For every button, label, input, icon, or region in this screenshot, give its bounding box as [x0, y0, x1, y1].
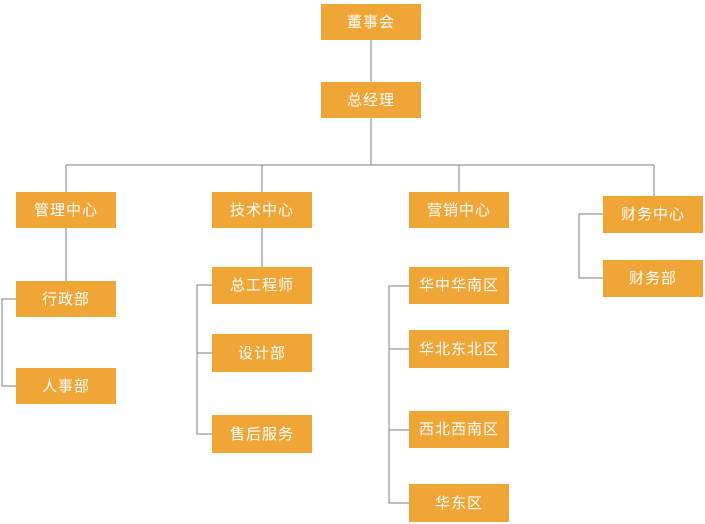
- edge-admin-to-hr-rail: [1, 298, 16, 387]
- org-node-tech-center: 技术中心: [212, 192, 312, 228]
- edge-chief-engineer-rail: [196, 284, 212, 435]
- edge-finance-to-finance-dept-rail: [578, 213, 603, 279]
- org-node-general-manager: 总经理: [321, 82, 421, 118]
- org-node-region-northwest-southwest: 西北西南区: [409, 411, 509, 448]
- org-node-admin-dept: 行政部: [16, 281, 116, 317]
- org-node-region-east: 华东区: [409, 484, 509, 522]
- org-node-finance-center: 财务中心: [603, 196, 703, 233]
- org-node-management-center: 管理中心: [16, 192, 116, 228]
- org-node-marketing-center: 营销中心: [409, 192, 509, 228]
- org-node-hr-dept: 人事部: [16, 368, 116, 404]
- org-node-finance-dept: 财务部: [603, 260, 703, 297]
- org-node-after-sales-service: 售后服务: [212, 415, 312, 453]
- org-node-region-central-south: 华中华南区: [409, 267, 509, 304]
- edge-marketing-children-rail: [388, 285, 409, 504]
- org-node-board: 董事会: [321, 4, 421, 40]
- org-node-design-dept: 设计部: [212, 334, 312, 372]
- org-node-region-north-northeast: 华北东北区: [409, 330, 509, 368]
- org-node-chief-engineer: 总工程师: [212, 267, 312, 304]
